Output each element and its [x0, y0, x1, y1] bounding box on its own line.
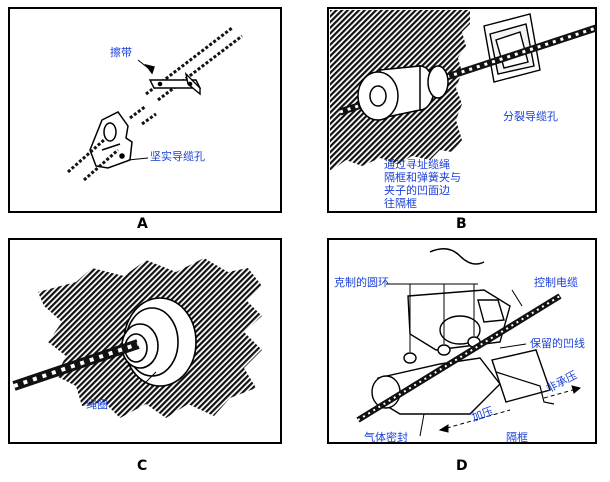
panel-a — [8, 7, 282, 213]
panel-d-top-wire — [429, 248, 485, 265]
panel-a-cables-upper — [145, 26, 243, 102]
panel-a-cables-lower — [67, 138, 119, 182]
label-solid-guide-hole: 坚实导缆孔 — [150, 150, 205, 163]
label-grommet: 绳圈 — [86, 398, 108, 411]
caption-b: B — [456, 216, 467, 232]
rings-leaders — [386, 283, 478, 352]
panel-c — [8, 238, 282, 444]
fairlead-leader — [127, 157, 149, 161]
label-control-cable: 控制电缆 — [534, 276, 578, 289]
label-split-guide-hole: 分裂导缆孔 — [503, 110, 558, 123]
panel-d-upper-housing — [407, 289, 511, 351]
strap-bracket — [144, 63, 202, 96]
panel-b — [327, 7, 598, 213]
label-air-seal: 气体密封 — [364, 431, 408, 444]
groove-leader — [499, 343, 527, 349]
panel-d — [327, 238, 597, 444]
grommet-leader — [123, 371, 157, 405]
control-cable-leader — [511, 289, 523, 307]
caption-c: C — [137, 458, 148, 474]
label-b-description-4: 往隔框 — [384, 197, 417, 210]
panel-d-bulkhead-line — [495, 371, 555, 405]
label-b-description-1: 通过寻址缆绳 — [384, 158, 450, 171]
air-seal-leader — [419, 413, 425, 437]
panel-d-bulkhead-plate — [491, 349, 551, 403]
panel-d-control-cable — [356, 293, 562, 423]
label-retaining-groove: 保留的凹线 — [530, 337, 585, 350]
label-b-description-3: 夹子的凹面边 — [384, 184, 450, 197]
label-strap: 擦带 — [110, 46, 132, 59]
caption-a: A — [137, 216, 148, 232]
solid-fairlead — [89, 111, 133, 169]
label-restraining-rings: 克制的圆环 — [334, 276, 389, 289]
caption-d: D — [456, 458, 468, 474]
panel-b-grommet — [357, 65, 449, 121]
strap-leader — [137, 59, 149, 69]
panel-c-rope — [12, 339, 140, 391]
label-bulkhead: 隔框 — [506, 431, 528, 444]
pressure-arrows — [438, 385, 582, 433]
label-b-description-2: 隔框和弹簧夹与 — [384, 171, 461, 184]
panel-c-grommet — [121, 297, 197, 387]
